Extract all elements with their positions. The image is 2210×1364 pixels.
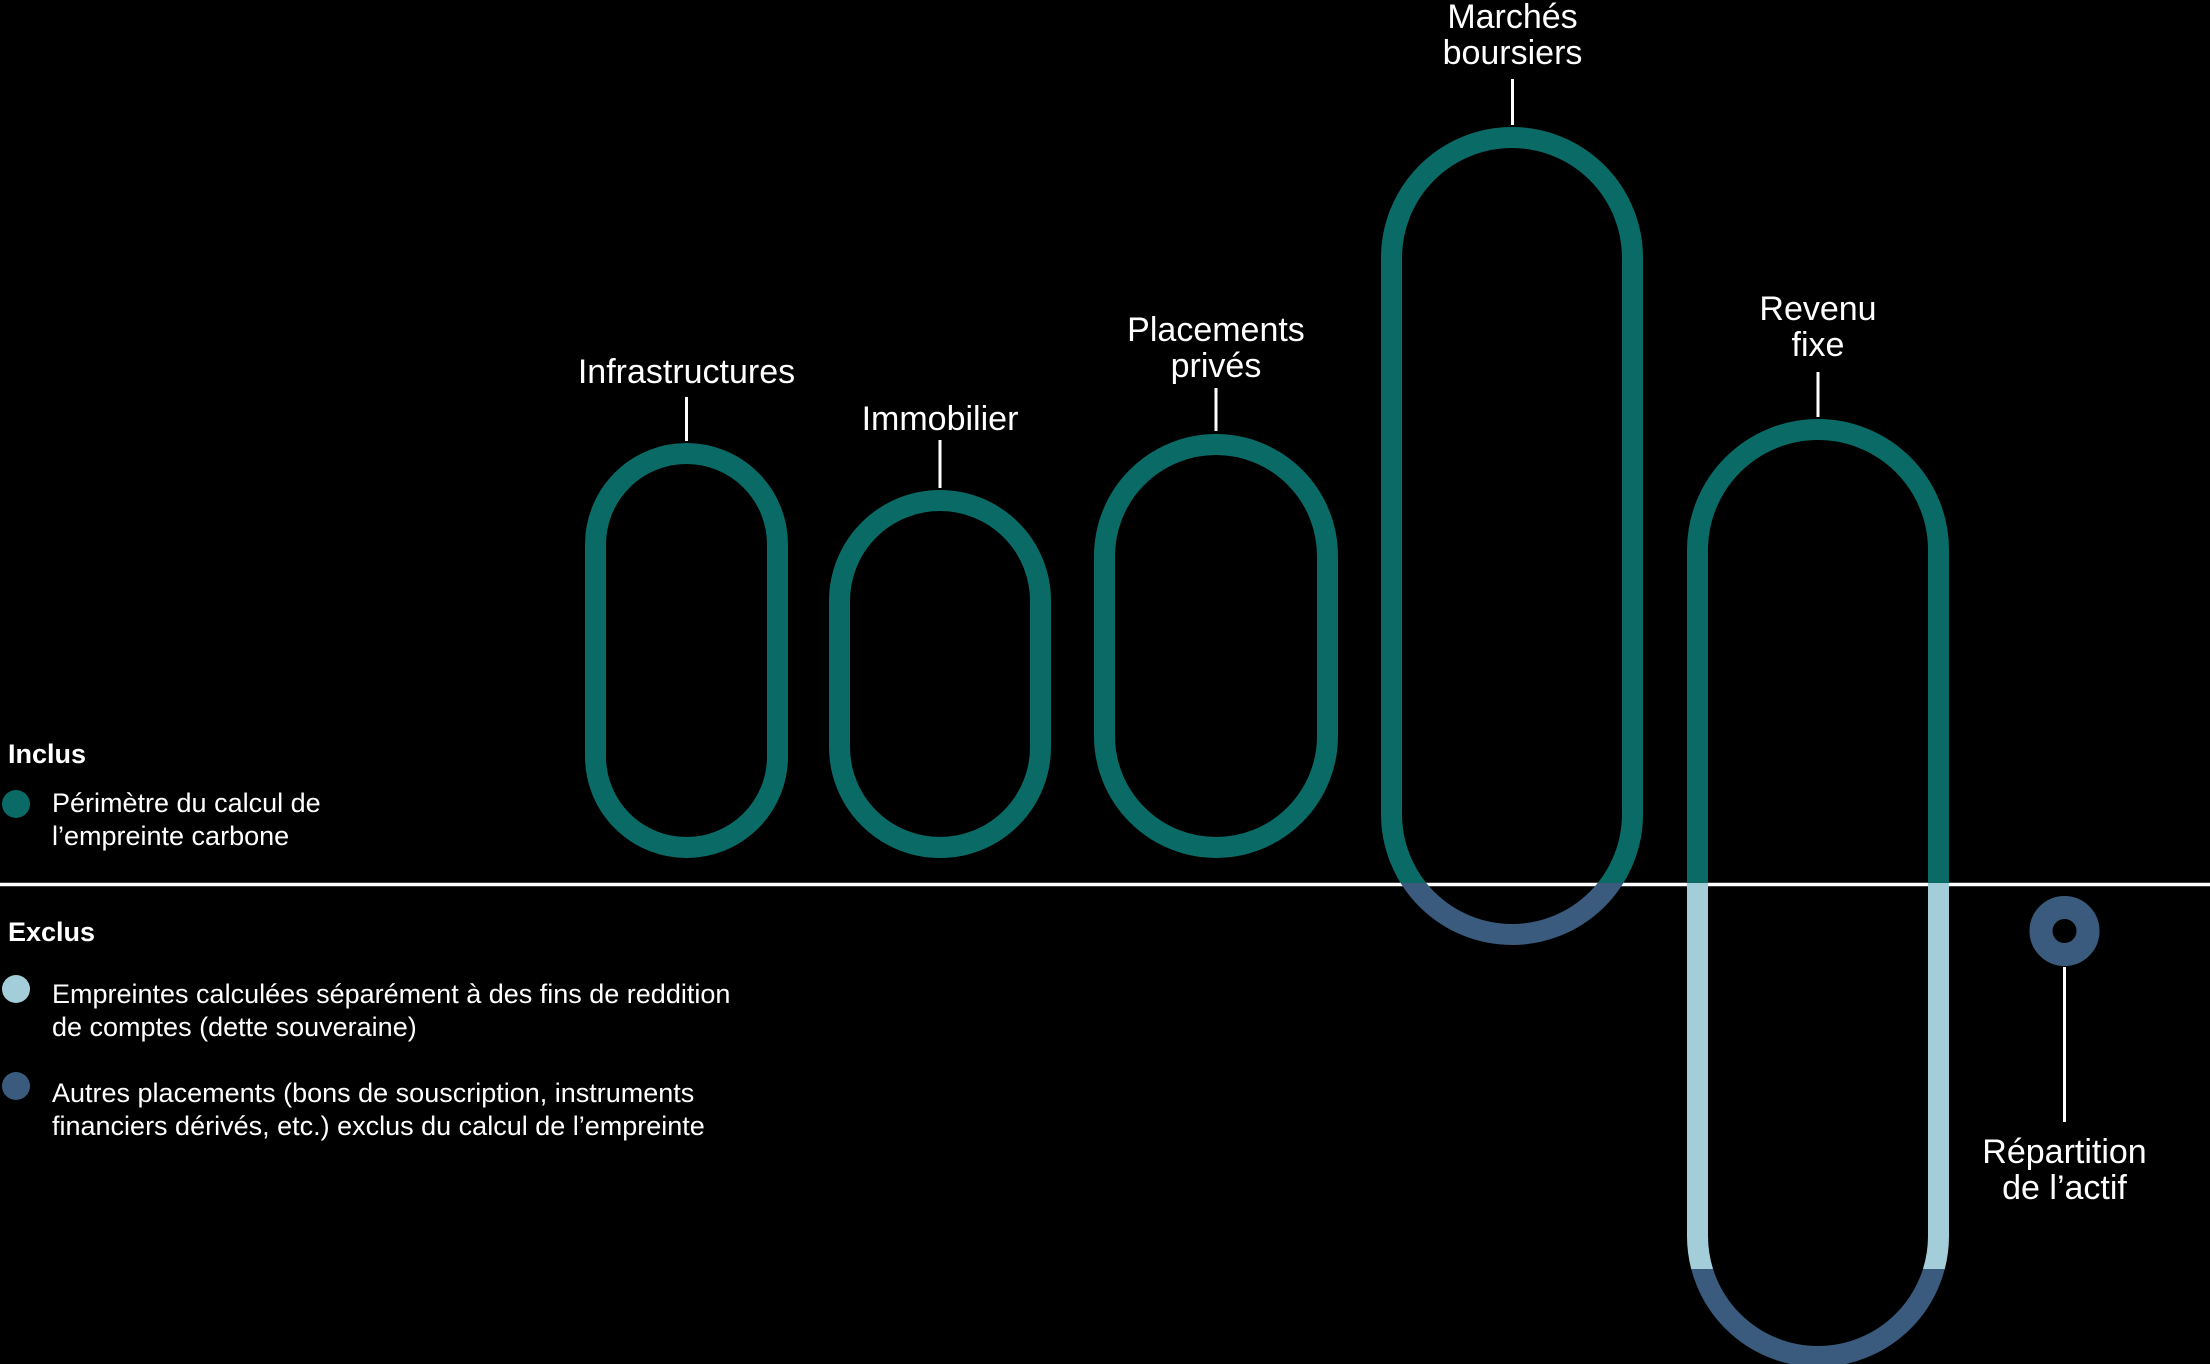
label-repartition-actif-line2: de l’actif <box>2002 1169 2127 1207</box>
capsule-infrastructures <box>585 443 788 858</box>
legend-included-item1-line1: Périmètre du calcul de <box>52 788 321 818</box>
capsule-marches-boursiers-excluded-segment <box>1400 883 1624 945</box>
capsule-marches-boursiers <box>1381 127 1643 945</box>
capsule-revenu-fixe-other-investments-segment <box>1691 1269 1945 1364</box>
label-marches-boursiers-line1: Marchés <box>1447 0 1577 36</box>
capsule-marches-boursiers-included-segment <box>1381 127 1643 883</box>
label-revenu-fixe-line1: Revenu <box>1759 290 1876 328</box>
capsule-revenu-fixe-sovereign-debt-segment <box>1687 883 1949 1269</box>
capsule-revenu-fixe <box>1687 419 1949 1364</box>
capsule-immobilier-shape <box>829 490 1051 858</box>
legend-dot-autres-placements-icon <box>2 1072 30 1100</box>
capsule-revenu-fixe-included-segment <box>1687 419 1949 883</box>
legend-included: Inclus Périmètre du calcul de l’empreint… <box>2 739 321 851</box>
label-infrastructures: Infrastructures <box>578 353 795 391</box>
legend-excluded-item1-line1: Empreintes calculées séparément à des fi… <box>52 979 730 1009</box>
legend-excluded-heading: Exclus <box>8 917 95 947</box>
label-immobilier: Immobilier <box>862 400 1019 438</box>
capsule-placements-prives-shape <box>1094 434 1338 858</box>
capsule-immobilier <box>829 490 1051 858</box>
label-repartition-actif-line1: Répartition <box>1982 1133 2146 1171</box>
legend-excluded-item1-line2: de comptes (dette souveraine) <box>52 1012 417 1042</box>
legend-included-item1-line2: l’empreinte carbone <box>52 821 289 851</box>
asset-allocation-donut-icon <box>2029 896 2100 966</box>
legend-excluded: Exclus Empreintes calculées séparément à… <box>2 917 730 1141</box>
capsule-placements-prives <box>1094 434 1338 858</box>
legend-dot-perimetre-icon <box>2 790 30 818</box>
legend-excluded-item2-line1: Autres placements (bons de souscription,… <box>52 1078 694 1108</box>
label-marches-boursiers-line2: boursiers <box>1443 34 1583 72</box>
legend-excluded-item2-line2: financiers dérivés, etc.) exclus du calc… <box>52 1111 705 1141</box>
label-placements-prives-line2: privés <box>1171 347 1262 385</box>
label-placements-prives-line1: Placements <box>1127 311 1305 349</box>
label-revenu-fixe-line2: fixe <box>1792 326 1845 364</box>
legend-dot-dette-souveraine-icon <box>2 975 30 1003</box>
legend-included-heading: Inclus <box>8 739 86 769</box>
capsule-infrastructures-shape <box>585 443 788 858</box>
